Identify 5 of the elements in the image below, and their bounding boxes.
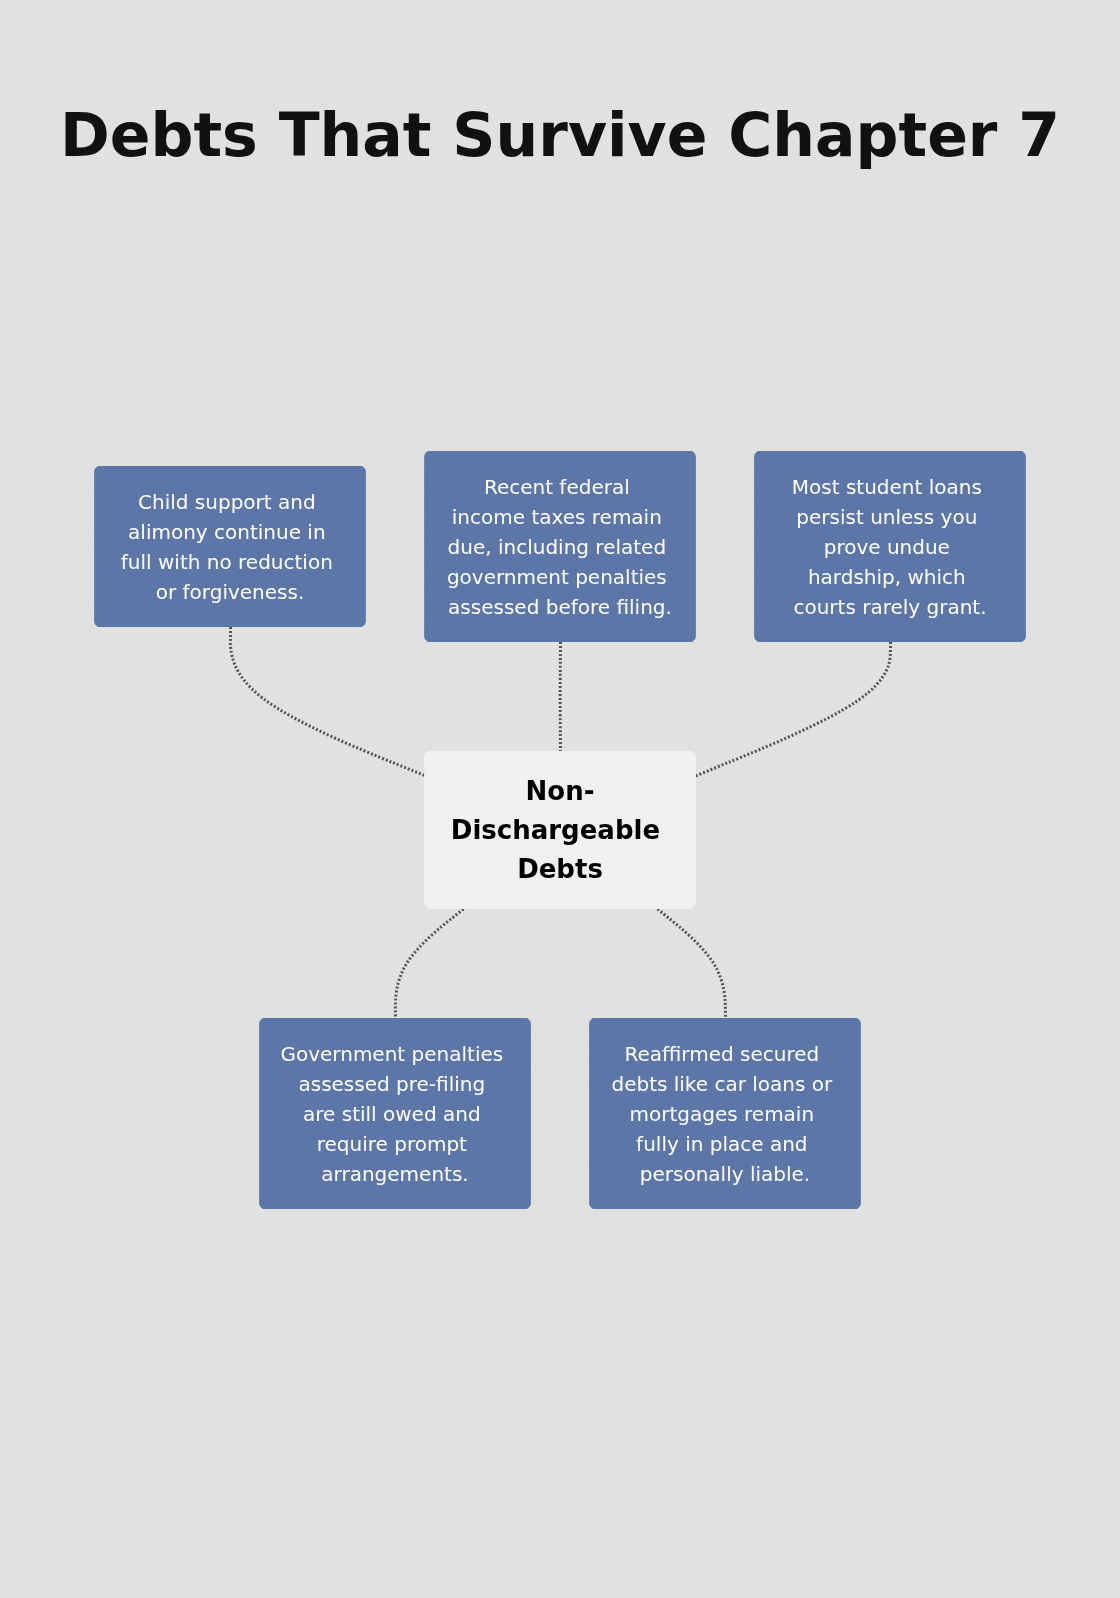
connector bbox=[393, 907, 465, 1019]
connector bbox=[656, 907, 727, 1019]
title: Debts That Survive Chapter 7 bbox=[58, 100, 1062, 170]
connector bbox=[228, 627, 427, 778]
connector bbox=[694, 642, 892, 778]
